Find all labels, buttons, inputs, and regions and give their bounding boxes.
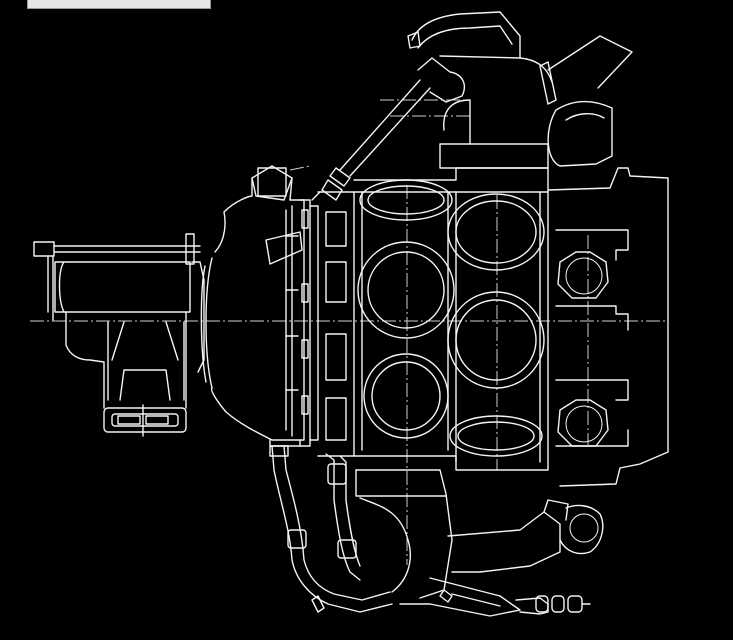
coolant-hoses (269, 445, 393, 613)
accessory-drive-housing (33, 233, 205, 437)
top-toolbar-strip[interactable] (27, 0, 211, 9)
front-cover (200, 165, 305, 447)
upper-intake (311, 11, 633, 201)
cylinder-bores (357, 179, 609, 457)
crankcase-flange (299, 191, 355, 457)
lower-exhaust (355, 469, 604, 617)
centerlines (30, 99, 668, 565)
